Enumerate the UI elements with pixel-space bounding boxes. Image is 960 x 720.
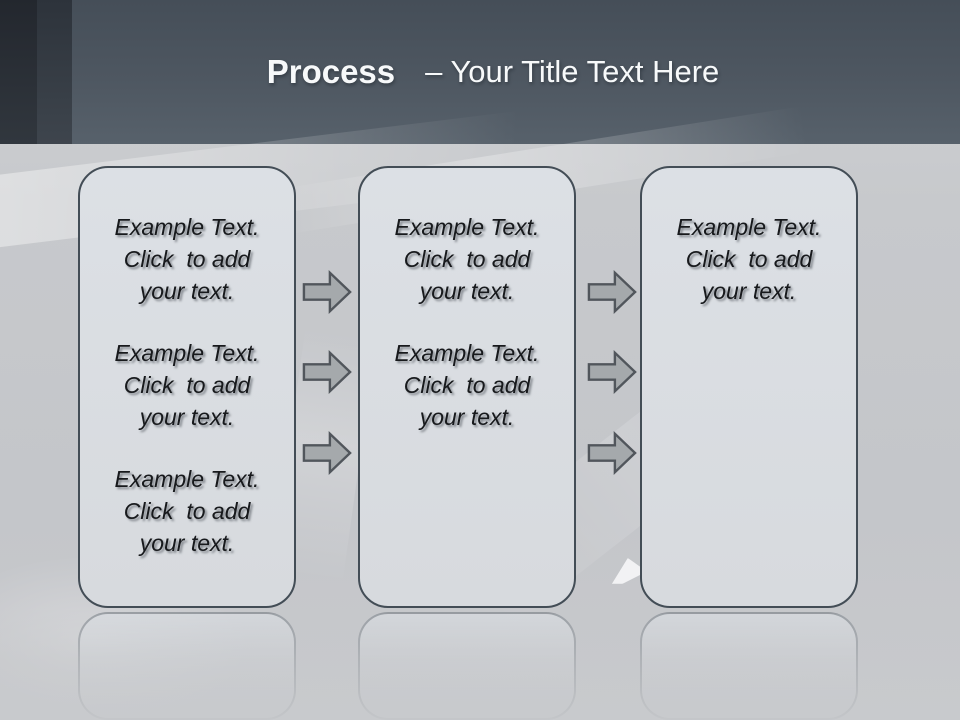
slide-title: Process – Your Title Text Here — [0, 0, 960, 144]
arrow-right-icon — [302, 430, 352, 476]
process-box-3-content: Example Text. Click to add your text. — [642, 168, 856, 307]
text-line: Click to add — [403, 246, 531, 272]
process-box-2: Example Text. Click to add your text. Ex… — [358, 166, 576, 608]
text-line: your text. — [419, 404, 515, 430]
text-line: your text. — [139, 278, 235, 304]
text-paragraph: Example Text. Click to add your text. — [652, 211, 846, 307]
text-line: Example Text. — [114, 340, 260, 366]
text-line: Example Text. — [114, 214, 260, 240]
text-paragraph: Example Text. Click to add your text. — [370, 337, 564, 433]
process-box-3: Example Text. Click to add your text. — [640, 166, 858, 608]
text-paragraph: Example Text. Click to add your text. — [90, 337, 284, 433]
text-line: Click to add — [123, 372, 251, 398]
text-line: Click to add — [403, 372, 531, 398]
process-box-2-content: Example Text. Click to add your text. Ex… — [360, 168, 574, 433]
text-paragraph: Example Text. Click to add your text. — [90, 211, 284, 307]
text-paragraph: Example Text. Click to add your text. — [370, 211, 564, 307]
text-line: your text. — [139, 530, 235, 556]
text-line: Example Text. — [394, 214, 540, 240]
arrow-right-icon — [302, 269, 352, 315]
text-line: your text. — [701, 278, 797, 304]
text-line: Example Text. — [676, 214, 822, 240]
process-box-1-content: Example Text. Click to add your text. Ex… — [80, 168, 294, 559]
slide-title-text: – Your Title Text Here — [425, 54, 720, 89]
text-line: Click to add — [123, 246, 251, 272]
title-bar: Process – Your Title Text Here — [0, 0, 960, 144]
arrow-right-icon — [587, 269, 637, 315]
slide-title-keyword: Process — [266, 53, 396, 90]
edge-strip-mid — [37, 0, 72, 144]
arrow-right-icon — [302, 349, 352, 395]
text-line: Example Text. — [114, 466, 260, 492]
process-box-1: Example Text. Click to add your text. Ex… — [78, 166, 296, 608]
text-paragraph: Example Text. Click to add your text. — [90, 463, 284, 559]
reflection-fade — [0, 610, 960, 720]
edge-strip-dark — [0, 0, 37, 144]
text-line: your text. — [139, 404, 235, 430]
arrow-right-icon — [587, 430, 637, 476]
text-line: Click to add — [123, 498, 251, 524]
arrow-right-icon — [587, 349, 637, 395]
text-line: your text. — [419, 278, 515, 304]
text-line: Click to add — [685, 246, 813, 272]
text-line: Example Text. — [394, 340, 540, 366]
